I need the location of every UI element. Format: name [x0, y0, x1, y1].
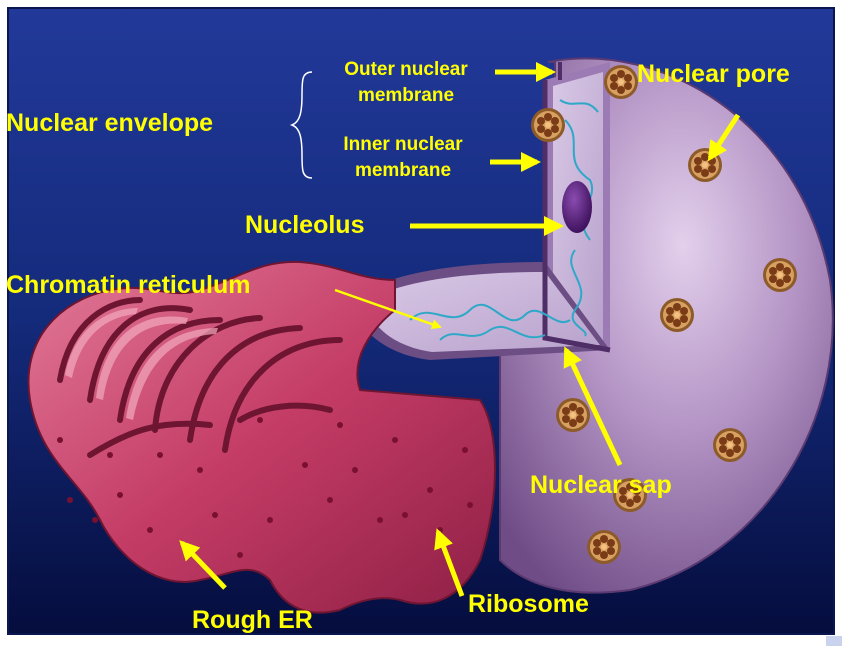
label-inner-line2: membrane	[313, 161, 493, 180]
label-rough-er: Rough ER	[192, 608, 313, 633]
label-outer-nuclear-membrane: Outer nuclear membrane	[316, 60, 496, 105]
label-chromatin-reticulum: Chromatin reticulum	[6, 273, 250, 298]
label-ribosome: Ribosome	[468, 592, 589, 617]
label-nuclear-pore: Nuclear pore	[637, 62, 790, 87]
label-inner-nuclear-membrane: Inner nuclear membrane	[313, 135, 493, 180]
label-nucleolus: Nucleolus	[245, 213, 364, 238]
label-outer-line2: membrane	[316, 86, 496, 105]
label-nuclear-sap: Nuclear sap	[530, 473, 672, 498]
slide-corner-tab	[826, 636, 842, 646]
nucleolus-shape	[562, 181, 592, 233]
label-inner-line1: Inner nuclear	[313, 135, 493, 154]
label-nuclear-envelope: Nuclear envelope	[6, 111, 213, 136]
label-outer-line1: Outer nuclear	[316, 60, 496, 79]
